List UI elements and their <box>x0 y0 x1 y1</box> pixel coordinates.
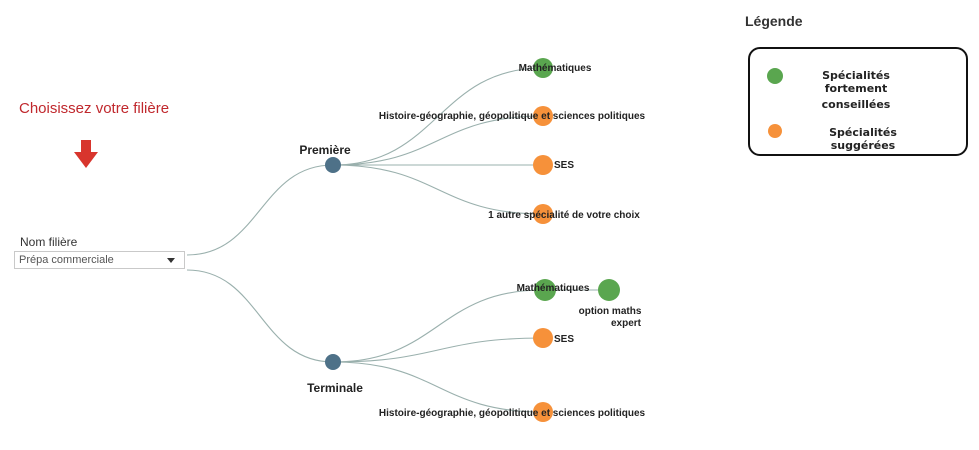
label-terminale: Terminale <box>307 381 363 395</box>
leaf-premiere-ses-dot[interactable] <box>533 155 553 175</box>
leaf-premiere-hist-label: Histoire-géographie, géopolitique et sci… <box>379 111 646 122</box>
legend-strong-label: Spécialités fortement conseillées <box>796 69 916 111</box>
node-premiere[interactable] <box>325 157 341 173</box>
link-root-terminale <box>186 269 334 363</box>
legend-strong-line2: conseillées <box>821 98 891 111</box>
label-premiere: Première <box>299 143 351 157</box>
link-premiere-autre <box>332 164 544 215</box>
leaf-terminale-ses-label: SES <box>554 334 574 345</box>
legend-strong-line1: Spécialités fortement <box>822 69 890 95</box>
link-root-premiere <box>186 164 334 256</box>
link-premiere-maths <box>332 67 544 166</box>
field-label: Nom filière <box>20 235 78 249</box>
leaf-premiere-maths-dot[interactable] <box>533 58 553 78</box>
tree-links <box>186 67 609 413</box>
legend-title: Légende <box>745 13 803 29</box>
link-terminale-maths <box>332 289 544 363</box>
filiere-select[interactable]: Prépa commerciale <box>14 251 185 269</box>
leaf-premiere-autre-dot[interactable] <box>533 204 553 224</box>
filiere-prompt: Choisissez votre filière <box>19 100 170 117</box>
legend-box: Spécialités fortement conseillées Spécia… <box>748 47 968 156</box>
leaf-option-maths-expert-line2: expert <box>611 318 642 329</box>
legend-suggested-label: Spécialités suggérées <box>829 126 897 152</box>
leaf-option-maths-expert-dot[interactable] <box>598 279 620 301</box>
link-terminale-hist <box>332 361 544 413</box>
leaf-terminale-hist-dot[interactable] <box>533 402 553 422</box>
leaf-terminale-hist-label: Histoire-géographie, géopolitique et sci… <box>379 408 646 419</box>
link-terminale-ses <box>332 337 544 363</box>
legend-suggested-dot <box>768 124 782 138</box>
leaf-premiere-ses-label: SES <box>554 160 574 171</box>
leaf-terminale-maths-dot[interactable] <box>534 279 556 301</box>
leaf-premiere-autre-label: 1 autre spécialité de votre choix <box>488 210 640 221</box>
leaf-premiere-hist-dot[interactable] <box>533 106 553 126</box>
leaf-terminale-ses-dot[interactable] <box>533 328 553 348</box>
node-terminale[interactable] <box>325 354 341 370</box>
leaf-premiere-maths-label: Mathématiques <box>519 63 592 74</box>
filiere-select-value: Prépa commerciale <box>19 254 114 266</box>
link-premiere-hist <box>332 115 544 166</box>
legend-strong-dot <box>767 68 783 84</box>
leaf-option-maths-expert-line1: option maths <box>579 306 642 317</box>
leaf-terminale-maths-label: Mathématiques <box>517 283 590 294</box>
down-arrow-icon <box>74 140 98 168</box>
caret-down-icon[interactable] <box>167 258 175 263</box>
